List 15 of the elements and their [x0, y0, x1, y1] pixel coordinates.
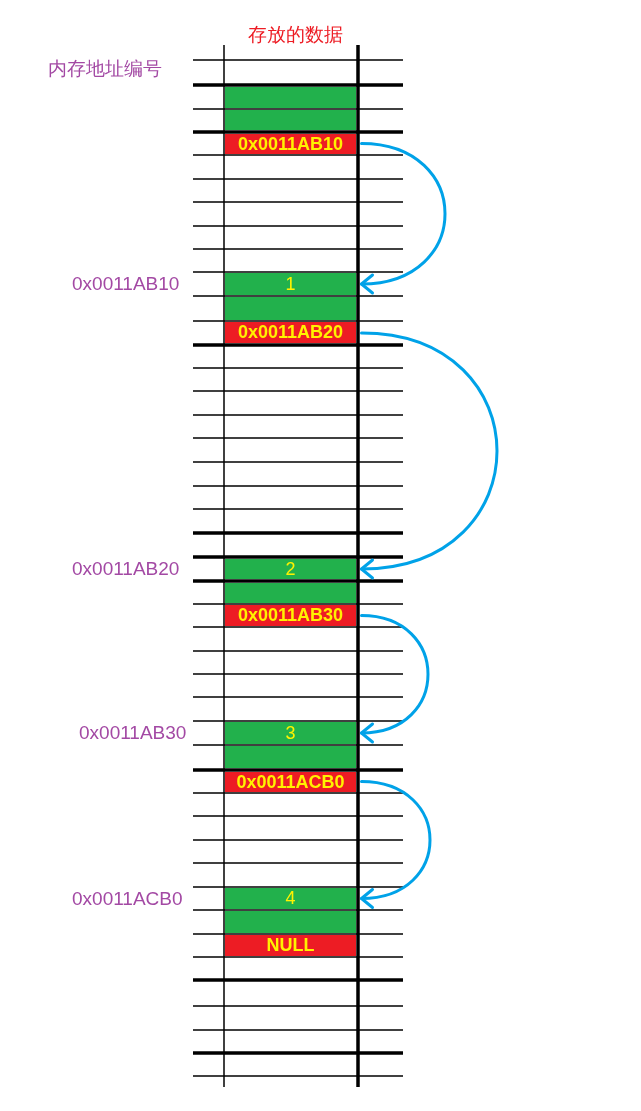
- curved-arrow: [360, 614, 430, 743]
- value-cell: 3: [224, 721, 357, 745]
- address-label: 0x0011AB30: [79, 721, 187, 745]
- address-label: 0x0011AB20: [72, 557, 180, 581]
- column-heading: 内存地址编号: [48, 57, 162, 81]
- value-cell: [224, 745, 357, 769]
- address-label: 0x0011ACB0: [72, 886, 183, 911]
- curved-arrow: [360, 780, 432, 908]
- value-cell: [224, 910, 357, 934]
- value-cell: [224, 296, 357, 321]
- address-label: 0x0011AB10: [72, 272, 180, 296]
- value-cell: 1: [224, 272, 357, 296]
- column-heading: 存放的数据: [248, 23, 343, 47]
- curved-arrow: [360, 331, 499, 579]
- curved-arrow: [360, 142, 447, 294]
